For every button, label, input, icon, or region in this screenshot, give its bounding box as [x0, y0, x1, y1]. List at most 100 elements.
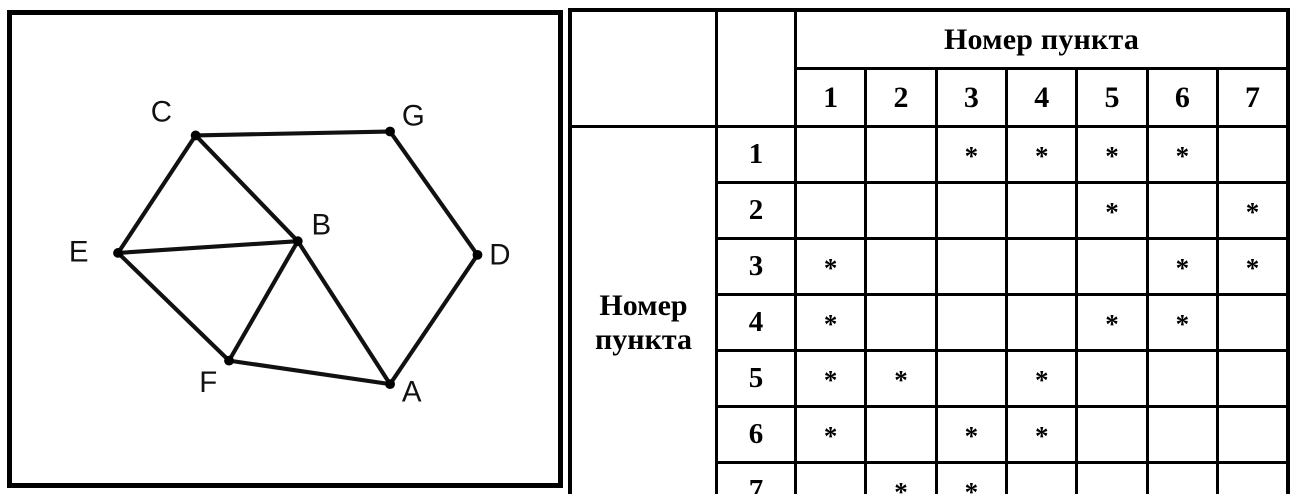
matrix-mark: * [1034, 141, 1049, 171]
matrix-cell-r3-c5[interactable] [1075, 237, 1149, 296]
matrix-cell-r7-c3[interactable]: * [934, 461, 1009, 494]
matrix-cell-r3-c1[interactable]: * [793, 237, 868, 296]
table-row: 2 * * [570, 181, 1290, 240]
corner-blank-cell-2 [715, 8, 797, 128]
matrix-mark: * [1034, 421, 1049, 451]
matrix-cell-r7-c6[interactable] [1145, 461, 1220, 494]
matrix-cell-r4-c4[interactable] [1005, 293, 1079, 352]
column-header-1: 1 [793, 67, 868, 128]
matrix-cell-r5-c7[interactable] [1216, 349, 1290, 408]
matrix-mark: * [1105, 197, 1119, 227]
graph-node-C [190, 130, 201, 141]
matrix-cell-r7-c7[interactable] [1216, 461, 1290, 494]
row-header-1: 1 [715, 125, 797, 184]
graph-node-label-G: G [402, 100, 425, 133]
graph-edge-CB [193, 133, 300, 244]
graph-node-label-E: E [69, 236, 89, 269]
matrix-cell-r5-c5[interactable] [1075, 349, 1149, 408]
table-row: 5*** [570, 349, 1290, 408]
matrix-cell-r6-c1[interactable]: * [793, 405, 868, 464]
matrix-cell-r7-c4[interactable] [1005, 461, 1079, 494]
matrix-mark: * [964, 421, 979, 451]
matrix-cell-r2-c6[interactable] [1145, 181, 1220, 240]
matrix-cell-r7-c1[interactable] [793, 461, 868, 494]
matrix-cell-r3-c3[interactable] [934, 237, 1009, 296]
matrix-mark: * [894, 365, 908, 395]
column-header-7: 7 [1216, 67, 1290, 128]
matrix-cell-r3-c7[interactable]: * [1216, 237, 1290, 296]
matrix-cell-r2-c1[interactable] [793, 181, 868, 240]
matrix-cell-r1-c6[interactable]: * [1145, 125, 1220, 184]
graph-node-A [385, 379, 395, 390]
matrix-cell-r1-c7[interactable] [1216, 125, 1290, 184]
matrix-mark: * [1034, 365, 1049, 395]
graph-edge-layer [115, 129, 480, 387]
matrix-cell-r6-c6[interactable] [1145, 405, 1220, 464]
matrix-cell-r1-c5[interactable]: * [1075, 125, 1149, 184]
row-header-6: 6 [715, 405, 797, 464]
matrix-cell-r5-c2[interactable]: * [864, 349, 938, 408]
row-header-7: 7 [715, 461, 797, 494]
graph-edge-CG [193, 129, 393, 138]
matrix-cell-r5-c1[interactable]: * [793, 349, 868, 408]
matrix-cell-r1-c3[interactable]: * [934, 125, 1009, 184]
matrix-cell-r1-c2[interactable] [864, 125, 938, 184]
matrix-mark: * [964, 477, 979, 494]
matrix-cell-r6-c5[interactable] [1075, 405, 1149, 464]
matrix-cell-r2-c2[interactable] [864, 181, 938, 240]
matrix-mark: * [964, 141, 979, 171]
matrix-cell-r6-c7[interactable] [1216, 405, 1290, 464]
graph-edge-GD [388, 129, 480, 257]
matrix-cell-r6-c3[interactable]: * [934, 405, 1009, 464]
matrix-cell-r4-c3[interactable] [934, 293, 1009, 352]
graph-node-layer [113, 126, 483, 390]
matrix-cell-r6-c4[interactable]: * [1005, 405, 1079, 464]
column-header-3: 3 [934, 67, 1009, 128]
table-top-header: Номер пункта [794, 8, 1290, 70]
graph-edge-DA [388, 252, 480, 387]
matrix-cell-r2-c5[interactable]: * [1075, 181, 1149, 240]
matrix-cell-r2-c4[interactable] [1005, 181, 1079, 240]
graph-node-label-B: B [312, 208, 332, 241]
matrix-cell-r4-c7[interactable] [1216, 293, 1290, 352]
graph-node-D [472, 249, 483, 260]
column-header-5: 5 [1075, 67, 1149, 128]
row-header-5: 5 [715, 349, 797, 408]
matrix-cell-r5-c3[interactable] [934, 349, 1009, 408]
matrix-cell-r6-c2[interactable] [864, 405, 938, 464]
matrix-mark: * [1175, 141, 1190, 171]
matrix-mark: * [1105, 309, 1119, 339]
matrix-cell-r1-c1[interactable] [793, 125, 868, 184]
matrix-cell-r4-c6[interactable]: * [1145, 293, 1220, 352]
matrix-cell-r5-c4[interactable]: * [1005, 349, 1079, 408]
matrix-cell-r3-c6[interactable]: * [1145, 237, 1220, 296]
graph-edge-FA [226, 358, 393, 387]
matrix-mark: * [823, 309, 838, 339]
row-header-2: 2 [715, 181, 797, 240]
table-side-header: Номер пункта [568, 125, 718, 494]
matrix-mark: * [1105, 141, 1119, 171]
matrix-cell-r4-c5[interactable]: * [1075, 293, 1149, 352]
matrix-cell-r3-c2[interactable] [864, 237, 938, 296]
matrix-cell-r3-c4[interactable] [1005, 237, 1079, 296]
matrix-mark: * [1175, 253, 1190, 283]
matrix-cell-r2-c7[interactable]: * [1216, 181, 1290, 240]
graph-node-F [224, 355, 234, 366]
table-row: 6*** [570, 405, 1290, 464]
row-header-3: 3 [715, 237, 797, 296]
matrix-cell-r4-c2[interactable] [864, 293, 938, 352]
matrix-cell-r5-c6[interactable] [1145, 349, 1220, 408]
table-row: 7 * * [570, 461, 1290, 494]
matrix-cell-r1-c4[interactable]: * [1005, 125, 1079, 184]
matrix-cell-r7-c2[interactable]: * [864, 461, 938, 494]
column-header-6: 6 [1145, 67, 1220, 128]
matrix-cell-r2-c3[interactable] [934, 181, 1009, 240]
matrix-cell-r7-c5[interactable] [1075, 461, 1149, 494]
matrix-cell-r4-c1[interactable]: * [793, 293, 868, 352]
